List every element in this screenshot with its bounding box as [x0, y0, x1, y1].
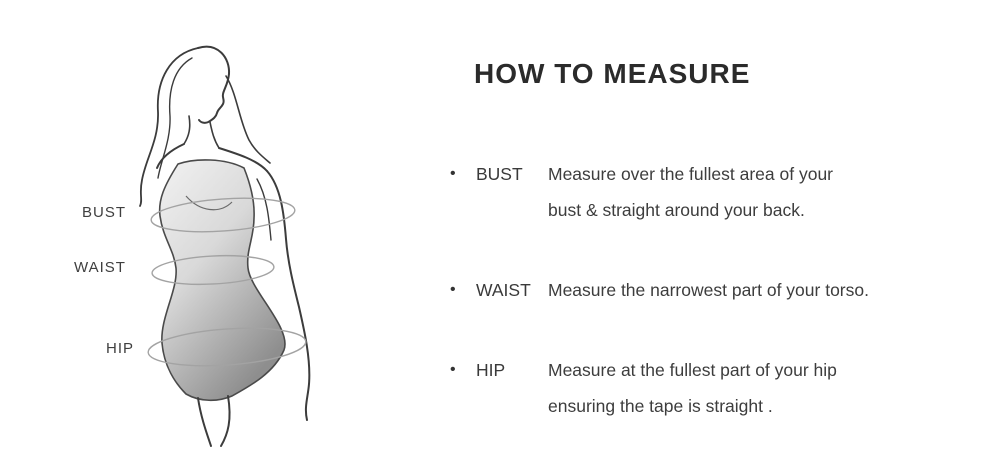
instruction-line: bust & straight around your back.	[548, 200, 805, 221]
waist-label: WAIST	[74, 259, 126, 276]
hair-right-strand	[225, 75, 271, 164]
shoulder-left	[156, 143, 185, 169]
dress-silhouette	[158, 159, 286, 402]
tape-rings-group	[147, 197, 307, 367]
waist-ring	[151, 254, 275, 286]
instruction-line: Measure over the fullest area of your	[548, 164, 834, 185]
instruction-term: HIP	[476, 360, 506, 381]
arm-right-outer	[266, 170, 311, 421]
bullet-icon: •	[450, 361, 456, 379]
shoulder-right	[218, 147, 268, 172]
page-title: HOW TO MEASURE	[474, 58, 751, 89]
instruction-item-waist: • WAIST Measure the narrowest part of yo…	[450, 272, 955, 308]
instruction-item-bust: • BUST Measure over the fullest area of …	[450, 156, 955, 228]
instruction-term: BUST	[476, 164, 523, 185]
measurement-figure: BUST WAIST HIP	[60, 28, 330, 448]
instruction-line: Measure the narrowest part of your torso…	[548, 280, 869, 301]
leg-right	[220, 395, 231, 447]
instruction-description: Measure over the fullest area of your bu…	[548, 156, 955, 228]
instruction-term: WAIST	[476, 280, 531, 301]
arm-right-inner	[256, 178, 272, 241]
hip-label: HIP	[106, 340, 135, 357]
neckline-curve	[185, 195, 233, 211]
legs-group	[197, 395, 231, 447]
bust-ring	[150, 197, 296, 233]
instruction-item-hip: • HIP Measure at the fullest part of you…	[450, 352, 955, 424]
hair-outer-stroke	[139, 47, 199, 207]
instructions-section: HOW TO MEASURE • BUST Measure over the f…	[450, 58, 955, 467]
instruction-description: Measure at the fullest part of your hip …	[548, 352, 955, 424]
bullet-icon: •	[450, 165, 456, 183]
bullet-icon: •	[450, 281, 456, 299]
instruction-line: ensuring the tape is straight .	[548, 396, 773, 417]
leg-left	[197, 397, 212, 447]
instruction-line: Measure at the fullest part of your hip	[548, 360, 837, 381]
woman-silhouette-illustration	[139, 45, 311, 447]
line-art-group	[139, 45, 311, 421]
instruction-description: Measure the narrowest part of your torso…	[548, 272, 955, 308]
face-profile	[197, 45, 231, 124]
bust-label: BUST	[82, 204, 127, 221]
hip-ring	[147, 327, 307, 367]
neck-right	[209, 121, 220, 149]
hair-inner-stroke	[157, 57, 193, 179]
neck-left	[183, 115, 191, 145]
